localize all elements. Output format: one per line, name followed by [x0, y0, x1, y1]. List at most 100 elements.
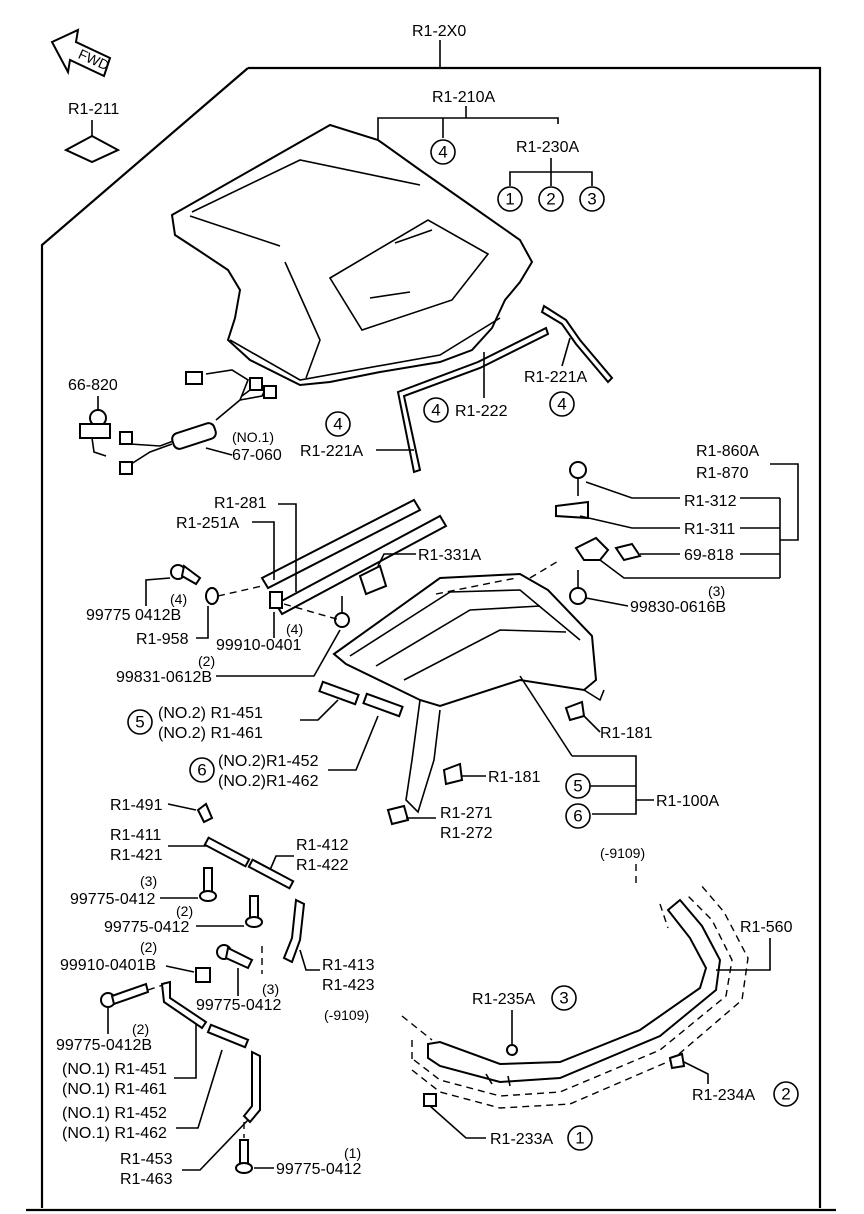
- p99775-0412-b-label: 99775-0412: [104, 919, 190, 936]
- ref-circle-4-right-number: 4: [557, 395, 566, 414]
- no1-451-label: (NO.1) R1-451: [62, 1061, 167, 1078]
- p99775-0412-d-label: 99775-0412: [276, 1161, 362, 1178]
- q2-d-label: (2): [132, 1021, 149, 1037]
- q2-b-label: (2): [176, 903, 193, 919]
- ref-circle-4-left-number: 4: [333, 415, 342, 434]
- ref-circle-4-left: [325, 411, 351, 437]
- no1-461-label: (NO.1) R1-461: [62, 1081, 167, 1098]
- no1-452-label: (NO.1) R1-452: [62, 1105, 167, 1122]
- ref-circle-1-lower: [567, 1125, 593, 1151]
- strip-412-part: [247, 858, 295, 890]
- label-tag-part: [63, 134, 121, 164]
- strip-no1-452-part: [206, 1023, 250, 1049]
- ref-circle-6-number: 6: [573, 807, 582, 826]
- ref-circle-4: [430, 139, 456, 165]
- p99910-0401b-label: 99910-0401B: [60, 957, 156, 974]
- ref-circle-3-lower: [551, 985, 577, 1011]
- no2-462-label: (NO.2)R1-462: [218, 773, 319, 790]
- p99775-0412b-bot-label: 99775-0412B: [56, 1037, 152, 1054]
- no1-harness-label: (NO.1): [232, 429, 274, 445]
- ref-circle-3-lower-number: 3: [559, 989, 568, 1008]
- strip-411-part: [203, 836, 251, 868]
- ref-circle-4-right: [549, 391, 575, 417]
- r1-411-label: R1-411: [110, 827, 161, 844]
- q3-a-label: (3): [708, 583, 725, 599]
- ref-circle-4-mid: [423, 397, 449, 423]
- clip-99910b-part: [195, 967, 211, 983]
- washer-part: [205, 587, 219, 605]
- ref-circle-6-lower-number: 6: [197, 761, 206, 780]
- r1-311-label: R1-311: [684, 521, 735, 538]
- small-bracket-181-left-part: [442, 762, 464, 786]
- clip-491-part: [196, 802, 214, 824]
- screw-99775-a-part: [199, 867, 217, 902]
- p99775-0412-a-label: 99775-0412: [70, 891, 156, 908]
- strip-453-part: [242, 1050, 261, 1124]
- q4-b-label: (4): [286, 621, 303, 637]
- ref-circle-1: [497, 186, 523, 212]
- r1-271-label: R1-271: [440, 805, 493, 822]
- assembly-frame: [26, 40, 836, 1212]
- screw-99775-top-part: [170, 564, 202, 586]
- p66-820-label: 66-820: [68, 377, 118, 394]
- screw-99775-d-part: [100, 982, 150, 1008]
- screw-99775-c-part: [216, 944, 254, 970]
- r1-312-label: R1-312: [684, 493, 737, 510]
- date-left-label: (-9109): [324, 1007, 369, 1023]
- assembly-label: R1-2X0: [412, 23, 466, 40]
- r1-560-label: R1-560: [740, 919, 793, 936]
- bolt-part: [569, 570, 587, 605]
- ref-circle-6-lower: [189, 757, 215, 783]
- ref-circle-3-number: 3: [587, 190, 596, 209]
- r1-491-label: R1-491: [110, 797, 163, 814]
- fwd-arrow-icon: [50, 28, 112, 78]
- p99831-label: 99831-0612B: [116, 669, 212, 686]
- ref-circle-2: [538, 186, 564, 212]
- wiring-harness-part: [119, 369, 277, 475]
- ref-circle-4-number: 4: [438, 143, 447, 162]
- clip-235a-part: [506, 1044, 518, 1056]
- no2-452-label: (NO.2)R1-452: [218, 753, 319, 770]
- r1-463-label: R1-463: [120, 1171, 173, 1188]
- clip-234a-part: [668, 1052, 686, 1070]
- no2-451-label: (NO.2) R1-451: [158, 705, 263, 722]
- pad-part: [555, 500, 589, 520]
- q2-a-label: (2): [198, 653, 215, 669]
- top-frame-assembly-part: [332, 559, 605, 814]
- date-top-label: (-9109): [600, 845, 645, 861]
- strip-no1-451-part: [160, 980, 208, 1030]
- r1-281-label: R1-281: [214, 495, 267, 512]
- r1-412-label: R1-412: [296, 837, 349, 854]
- r1-421-label: R1-421: [110, 847, 163, 864]
- r1-181-a-label: R1-181: [600, 725, 653, 742]
- ref-circle-1-number: 1: [505, 190, 514, 209]
- ref-circle-2-lower: [773, 1081, 799, 1107]
- ref-circle-5-lower-number: 5: [135, 713, 144, 732]
- q1-label: (1): [344, 1145, 361, 1161]
- ref-circle-2-number: 2: [546, 190, 555, 209]
- lamp-socket-part: [79, 409, 111, 457]
- r1-453-label: R1-453: [120, 1151, 173, 1168]
- r1-233a-label: R1-233A: [490, 1131, 553, 1148]
- r1-181-b-label: R1-181: [488, 769, 541, 786]
- screw-99775-b-part: [245, 895, 263, 928]
- p99775-0412b-top-label: 99775 0412B: [86, 607, 181, 624]
- no1-462-label: (NO.1) R1-462: [62, 1125, 167, 1142]
- ref-circle-5-number: 5: [573, 777, 582, 796]
- p99830-label: 99830-0616B: [630, 599, 726, 616]
- p69-818-label: 69-818: [684, 547, 734, 564]
- r1-222-label: R1-222: [455, 403, 508, 420]
- r1-251a-label: R1-251A: [176, 515, 239, 532]
- r1-211-label: R1-211: [68, 101, 119, 118]
- r1-422-label: R1-422: [296, 857, 349, 874]
- ref-circle-3: [579, 186, 605, 212]
- r1-221a-left-label: R1-221A: [300, 443, 363, 460]
- p99775-0412-c-label: 99775-0412: [196, 997, 282, 1014]
- r1-272-label: R1-272: [440, 825, 493, 842]
- q3-b-label: (3): [140, 873, 157, 889]
- r1-234a-label: R1-234A: [692, 1087, 755, 1104]
- ref-circle-4-mid-number: 4: [431, 401, 440, 420]
- r1-230a-label: R1-230A: [516, 139, 579, 156]
- clip-233a-part: [423, 1093, 437, 1107]
